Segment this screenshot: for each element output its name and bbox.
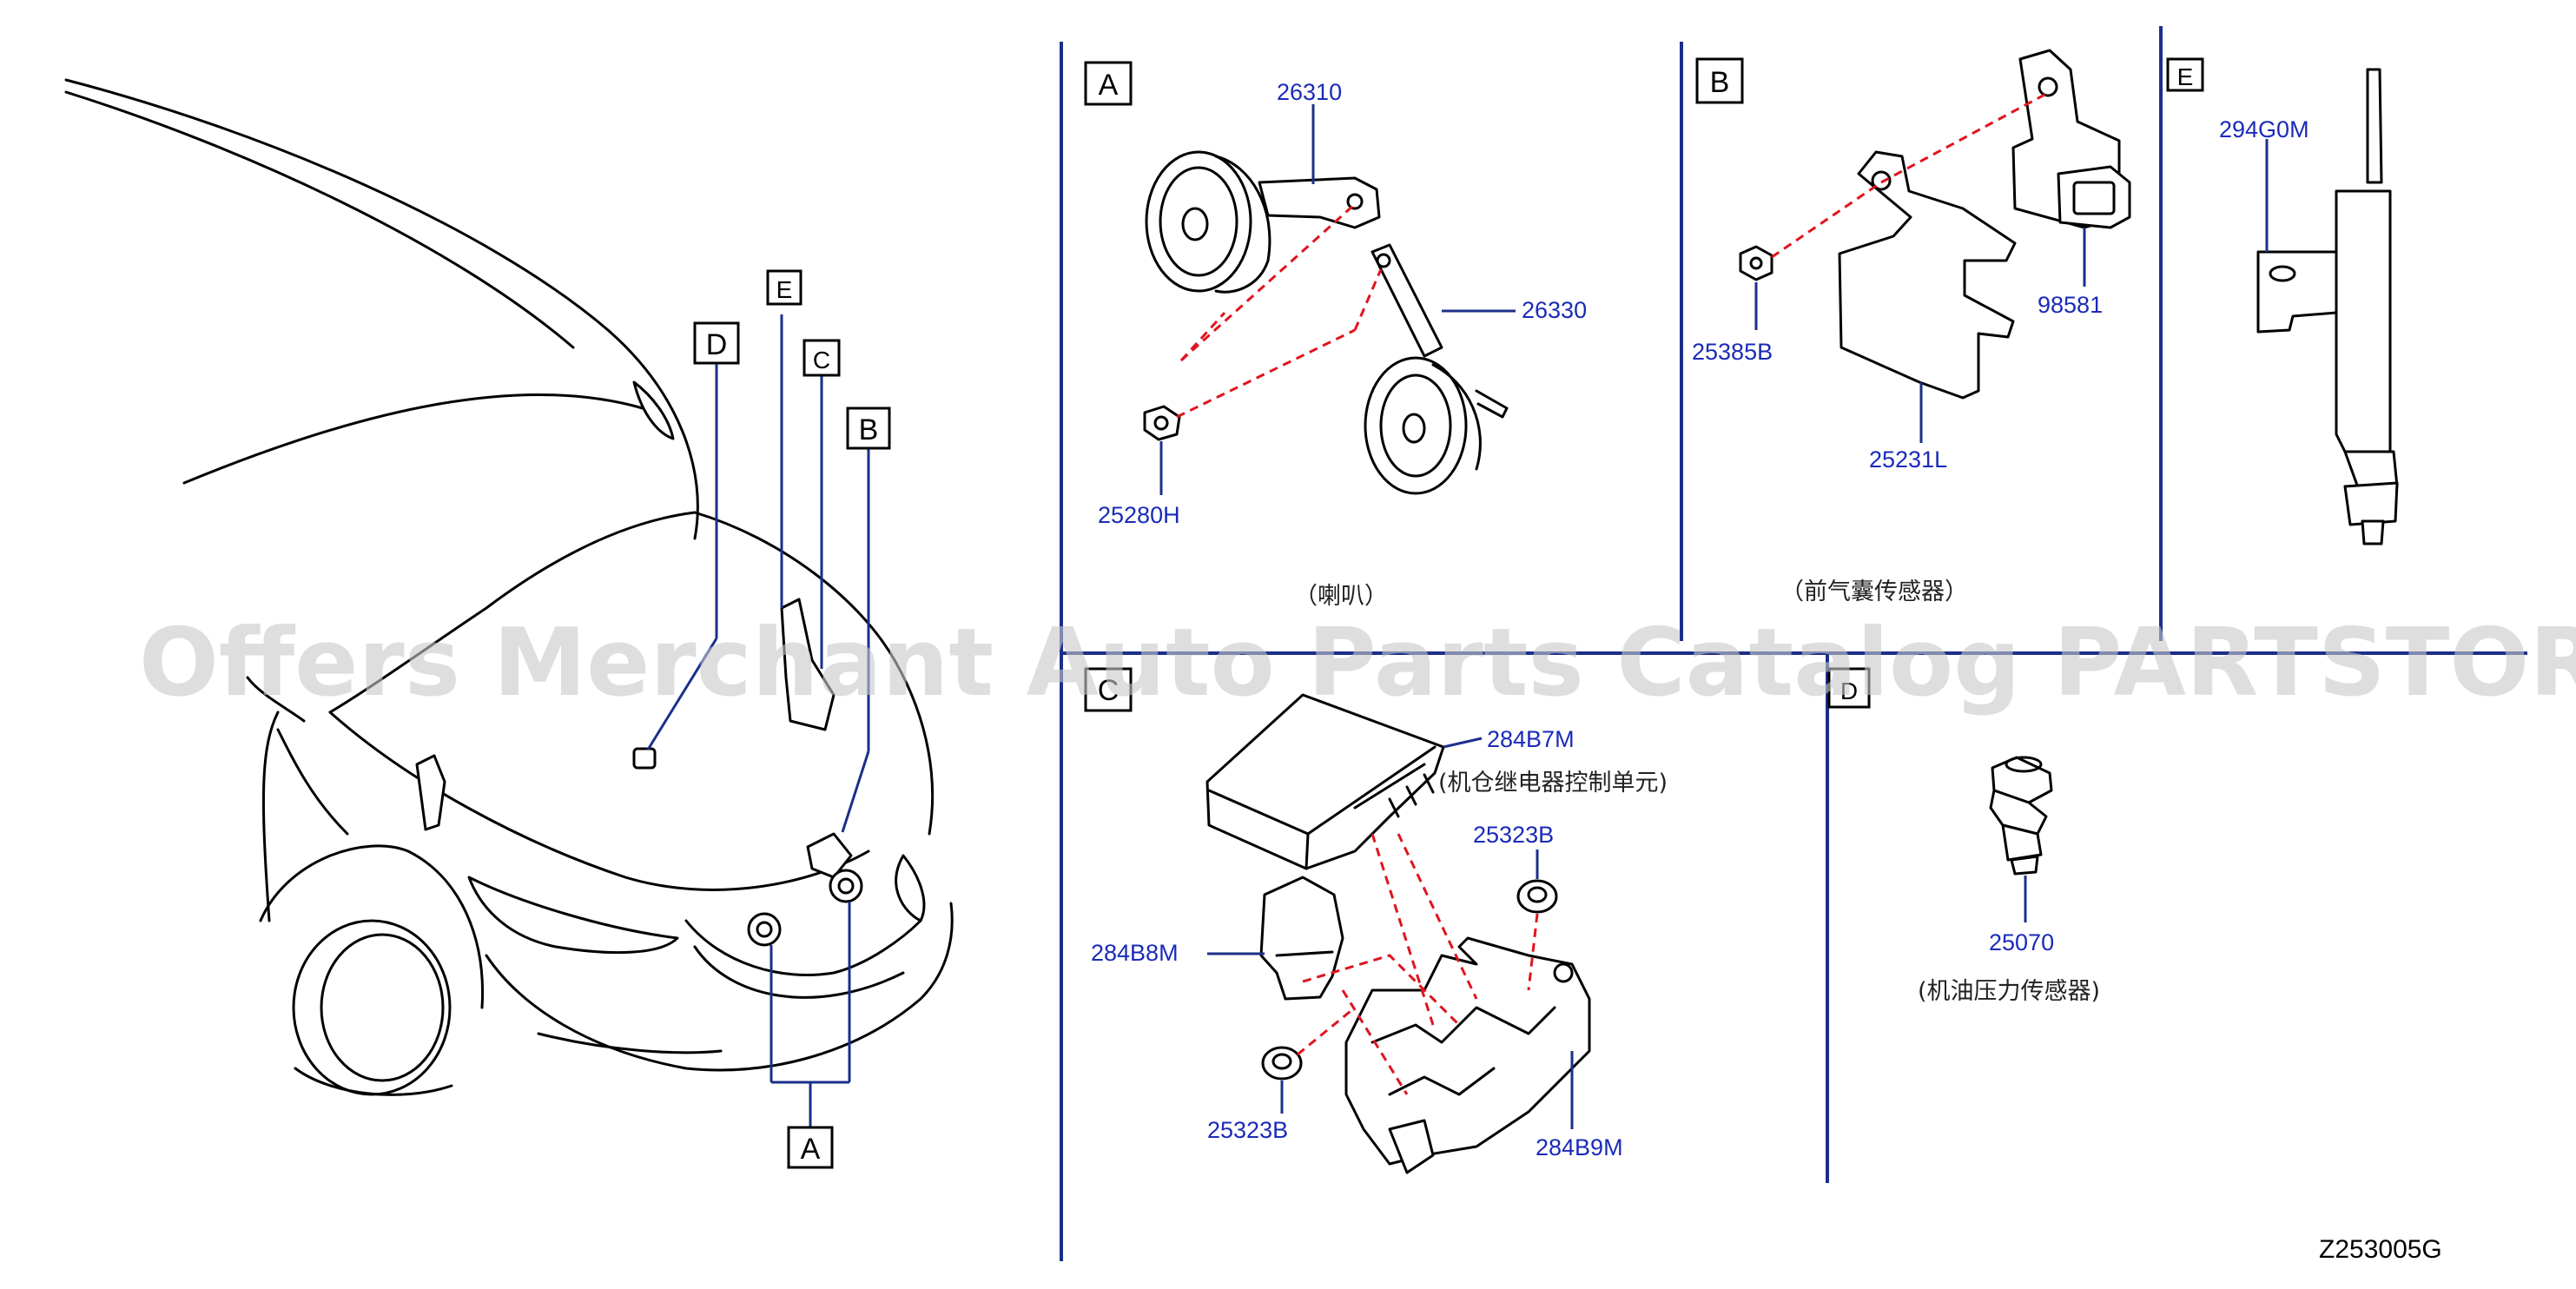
panel-d-tag-label: D: [1840, 678, 1858, 704]
panel-c: C: [1084, 667, 1668, 1174]
pn-284b7m[interactable]: 284B7M: [1487, 726, 1575, 752]
pn-284b9m[interactable]: 284B9M: [1536, 1134, 1623, 1160]
pn-26330[interactable]: 26330: [1522, 297, 1587, 323]
car-front-illustration: [64, 78, 954, 1096]
panel-b: B 98581 25385B 25231L （前气囊传感器）: [1692, 49, 2131, 605]
overview-leaders: [646, 314, 870, 1129]
panel-c-tag: [1084, 667, 1133, 712]
pn-25323b-lower[interactable]: 25323B: [1207, 1117, 1288, 1143]
bracket-284b8m-drawing: [1259, 876, 1344, 1001]
overview-callout-d[interactable]: D: [693, 321, 740, 365]
diagram-code: Z253005G: [2319, 1235, 2442, 1264]
housing-284b9m-drawing: [1344, 936, 1591, 1174]
panel-a-tag-label: A: [1099, 69, 1119, 102]
horn-high-drawing: [1145, 150, 1381, 294]
overview-callout-b-label: B: [859, 413, 879, 446]
overview-callout-e-label: E: [776, 276, 793, 303]
pn-98581[interactable]: 98581: [2038, 292, 2103, 318]
panel-c-caption: (机仓继电器控制单元): [1438, 770, 1668, 797]
overview-callout-c[interactable]: C: [803, 339, 841, 377]
panel-d-tag: [1827, 667, 1871, 709]
panel-e-tag: [2166, 57, 2204, 92]
nut-25280h-drawing: [1143, 405, 1181, 441]
pn-25323b-upper[interactable]: 25323B: [1473, 822, 1554, 848]
panel-b-caption: （前气囊传感器）: [1780, 578, 1968, 605]
pn-284b8m[interactable]: 284B8M: [1091, 940, 1179, 966]
panel-e-tag-label: E: [2177, 63, 2194, 90]
sensor-98581-drawing: [2011, 49, 2131, 229]
panel-a-tag: [1084, 61, 1133, 106]
bracket-25231l-drawing: [1838, 150, 2017, 400]
watermark-text: Offers Merchant Auto Parts Catalog PARTS…: [139, 609, 2576, 717]
oil-pressure-sensor-drawing: [1989, 756, 2053, 876]
nut-25385b-drawing: [1739, 245, 1773, 281]
pn-25280h[interactable]: 25280H: [1098, 502, 1180, 528]
panel-e: E 294G0M: [2166, 57, 2399, 545]
overview-callout-d-label: D: [706, 328, 728, 361]
grommet-25323b-upper-drawing: [1516, 879, 1558, 914]
panel-a-caption: （喇叭）: [1294, 583, 1388, 610]
pn-25231l[interactable]: 25231L: [1869, 446, 1947, 473]
overview-callout-e[interactable]: E: [766, 269, 803, 306]
sensor-294g0m-drawing: [2256, 68, 2399, 545]
panel-d-caption: (机油压力传感器): [1918, 978, 2100, 1005]
panel-dividers: [1060, 26, 2527, 1261]
overview-callout-a[interactable]: A: [787, 1126, 834, 1169]
panel-a: A: [1084, 61, 1587, 610]
panel-d: D 25070 (机油压力传感器): [1827, 667, 2100, 1005]
horn-low-drawing: [1364, 243, 1509, 495]
grommet-25323b-lower-drawing: [1261, 1046, 1303, 1081]
pn-25385b[interactable]: 25385B: [1692, 339, 1773, 365]
overview-callout-b[interactable]: B: [846, 407, 891, 450]
overview-callout-a-label: A: [801, 1133, 821, 1166]
pn-26310[interactable]: 26310: [1277, 79, 1342, 105]
panel-b-tag: [1695, 57, 1744, 104]
panel-b-tag-label: B: [1710, 66, 1730, 99]
pn-25070[interactable]: 25070: [1989, 929, 2054, 955]
panel-c-tag-label: C: [1098, 674, 1120, 707]
module-284b7m-drawing: [1205, 693, 1445, 870]
overview-callout-c-label: C: [813, 347, 830, 373]
pn-294g0m[interactable]: 294G0M: [2219, 116, 2309, 142]
